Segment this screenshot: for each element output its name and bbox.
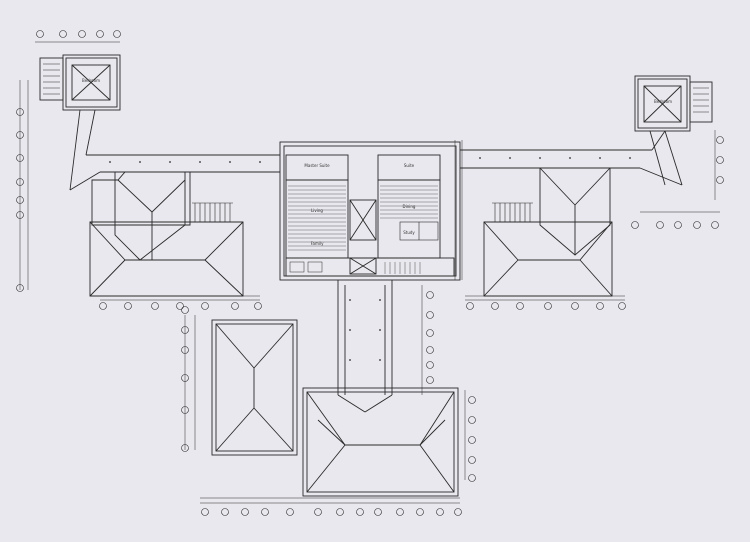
room-label: Master Suite	[304, 163, 330, 168]
room-label: Dining	[403, 204, 416, 209]
room-label: Study	[403, 230, 415, 235]
room-labels: Master Suite Suite Bedroom Bedroom Livin…	[82, 78, 672, 246]
room-label: Family	[311, 241, 325, 246]
central-corridor	[337, 280, 393, 413]
tower-left	[39, 54, 121, 111]
wing-left-roof	[89, 171, 244, 297]
pavilion-bottom-roof	[302, 387, 459, 497]
tower-right	[634, 75, 713, 132]
room-label: Bedroom	[82, 78, 100, 83]
dimension-lines	[19, 41, 720, 504]
pavilion-lower-left-roof	[211, 319, 298, 456]
walkway-right-diagonal	[460, 130, 683, 186]
walkway-left-diagonal	[69, 109, 280, 191]
room-label: Bedroom	[654, 99, 672, 104]
column-dots	[109, 157, 631, 361]
grid-markers	[16, 30, 724, 516]
central-building	[279, 141, 461, 281]
room-label: Living	[311, 208, 323, 213]
room-label: Suite	[404, 163, 415, 168]
wing-right-roof	[483, 167, 613, 297]
